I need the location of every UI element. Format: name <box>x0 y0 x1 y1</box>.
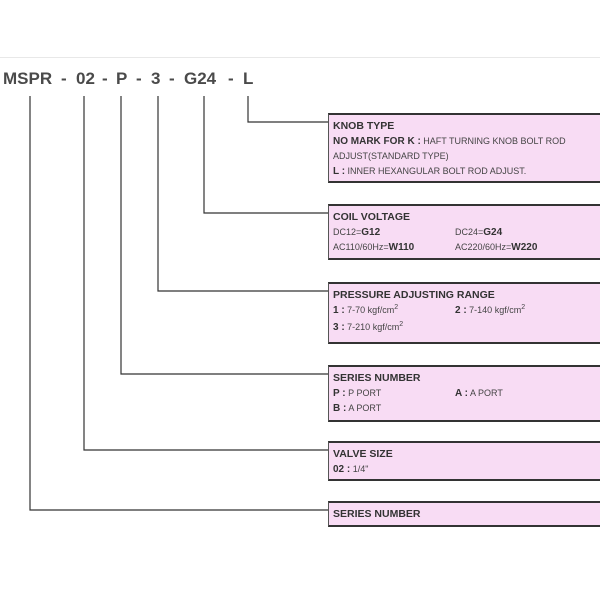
code-part-series: MSPR <box>3 69 53 88</box>
pressure-row-2: 3 : 7-210 kgf/cm2 <box>333 321 404 333</box>
connector-valve <box>83 96 328 451</box>
connector-pressure <box>157 96 328 292</box>
box-title: SERIES NUMBER <box>333 508 421 520</box>
knob-option-l: L : INNER HEXANGULAR BOLT ROD ADJUST. <box>333 166 527 177</box>
box-title: KNOB TYPE <box>333 120 395 132</box>
code-dash: - <box>102 69 108 88</box>
code-part-knob: L <box>243 69 254 88</box>
valve-size-box: VALVE SIZE 02 : 1/4" <box>328 441 600 481</box>
pressure-row-1: 1 : 7-70 kgf/cm2 2 : 7-140 kgf/cm2 <box>333 304 526 316</box>
box-title: VALVE SIZE <box>333 448 393 460</box>
series-row-2: B : A PORT <box>333 403 382 414</box>
code-dash: - <box>228 69 234 88</box>
coil-voltage-box: COIL VOLTAGE DC12=G12 DC24=G24 AC110/60H… <box>328 204 600 260</box>
knob-option-k: NO MARK FOR K : HAFT TURNING KNOB BOLT R… <box>333 136 566 147</box>
knob-option-k-cont: ADJUST(STANDARD TYPE) <box>333 151 449 161</box>
code-dash: - <box>136 69 142 88</box>
code-part-valve-size: 02 <box>76 69 95 88</box>
series-number-base-box: SERIES NUMBER <box>328 501 600 527</box>
code-part-port: P <box>116 69 128 88</box>
coil-row-ac: AC110/60Hz=W110 AC220/60Hz=W220 <box>333 242 538 253</box>
box-title: PRESSURE ADJUSTING RANGE <box>333 289 495 301</box>
coil-row-dc: DC12=G12 DC24=G24 <box>333 227 503 238</box>
series-row-1: P : P PORT A : A PORT <box>333 388 503 399</box>
code-part-pressure: 3 <box>151 69 161 88</box>
valve-row-1: 02 : 1/4" <box>333 464 369 475</box>
code-dash: - <box>61 69 67 88</box>
box-title: SERIES NUMBER <box>333 372 421 384</box>
box-title: COIL VOLTAGE <box>333 211 411 223</box>
code-part-coil: G24 <box>184 69 217 88</box>
connector-knob <box>247 96 328 123</box>
series-number-box: SERIES NUMBER P : P PORT A : A PORT B : … <box>328 365 600 422</box>
knob-type-box: KNOB TYPE NO MARK FOR K : HAFT TURNING K… <box>328 113 600 183</box>
pressure-range-box: PRESSURE ADJUSTING RANGE 1 : 7-70 kgf/cm… <box>328 282 600 344</box>
connector-coil <box>203 96 328 214</box>
connector-series <box>120 96 328 375</box>
connector-series-base <box>29 96 328 511</box>
header-divider <box>0 57 600 58</box>
code-dash: - <box>169 69 175 88</box>
